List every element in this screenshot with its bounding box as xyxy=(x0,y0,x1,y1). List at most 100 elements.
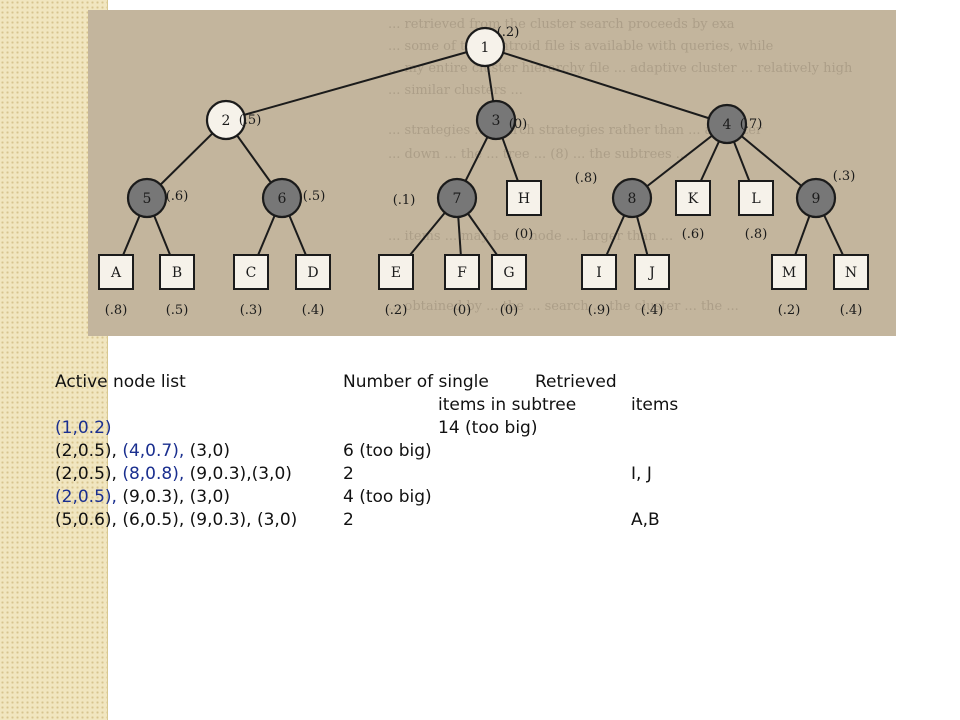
leaf-item-box xyxy=(581,254,617,290)
table-row: (5,0.6), (6,0.5), (9,0.3), (3,0) 2 A,B xyxy=(55,510,935,533)
highlighted-node: (4,0.7), xyxy=(122,441,185,461)
leaf-probability: (.5) xyxy=(166,303,189,318)
leaf-item-box xyxy=(634,254,670,290)
leaf-probability: (.4) xyxy=(840,303,863,318)
subtree-count-cell: 2 xyxy=(343,510,354,530)
leaf-probability: (0) xyxy=(500,303,518,318)
cluster-node-circle xyxy=(464,26,506,68)
cluster-node-circle xyxy=(205,99,247,141)
scanned-page-text: ... retrieved from the cluster search pr… xyxy=(388,17,735,32)
header-number-of-single: Number of single xyxy=(343,372,489,392)
search-trace-table: Active node list Number of single Retrie… xyxy=(55,372,935,533)
active-node-list-cell: (1,0.2) xyxy=(55,418,112,438)
tree-edge xyxy=(225,46,486,121)
active-node-list-cell: (2,0.5), (9,0.3), (3,0) xyxy=(55,487,230,507)
leaf-item-label: B xyxy=(172,265,182,281)
node-probability: (.1) xyxy=(393,193,416,208)
leaf-item-box xyxy=(378,254,414,290)
leaf-item-label: L xyxy=(751,191,760,207)
scanned-page-text: ... my entire cluster hierarchy file ...… xyxy=(388,61,853,76)
cluster-node-circle xyxy=(261,177,303,219)
cluster-node-circle xyxy=(126,177,168,219)
cluster-node-circle xyxy=(475,99,517,141)
node-entry: (5,0.6), (6,0.5), (9,0.3), (3,0) xyxy=(55,510,298,530)
leaf-item-label: H xyxy=(518,191,530,207)
leaf-item-label: A xyxy=(110,265,122,281)
leaf-item-box xyxy=(444,254,480,290)
leaf-item-box xyxy=(506,180,542,216)
scanned-page-text: ... similar clusters ... xyxy=(388,83,523,98)
leaf-item-box xyxy=(159,254,195,290)
scanned-page-text: ... obtained by ... the ... search ... t… xyxy=(388,299,739,314)
highlighted-node: (8,0.8), xyxy=(122,464,185,484)
scanned-tree-figure: ... retrieved from the cluster search pr… xyxy=(88,10,896,336)
leaf-item-box xyxy=(295,254,331,290)
leaf-probability: (0) xyxy=(453,303,471,318)
header-active-node-list: Active node list xyxy=(55,372,186,392)
table-row: (2,0.5), (4,0.7), (3,0) 6 (too big) xyxy=(55,441,935,464)
leaf-item-box xyxy=(233,254,269,290)
leaf-probability: (.8) xyxy=(745,227,768,242)
leaf-probability: (.2) xyxy=(385,303,408,318)
scanned-page-text: ... strategies ... search strategies rat… xyxy=(388,123,763,138)
leaf-item-label: F xyxy=(457,265,467,281)
node-probability: (.5) xyxy=(239,113,262,128)
header-items: items xyxy=(631,395,679,415)
cluster-node-label: 6 xyxy=(278,191,287,207)
leaf-item-box xyxy=(833,254,869,290)
retrieved-items-cell: A,B xyxy=(631,510,660,530)
cluster-node-circle xyxy=(706,103,748,145)
cluster-node-label: 4 xyxy=(723,117,732,133)
cluster-node-label: 7 xyxy=(453,191,462,207)
cluster-tree-diagram: ... retrieved from the cluster search pr… xyxy=(98,17,869,318)
table-row: (2,0.5), (8,0.8), (9,0.3),(3,0) 2 I, J xyxy=(55,464,935,487)
leaf-item-label: I xyxy=(596,265,602,281)
cluster-node-circle xyxy=(611,177,653,219)
leaf-item-label: G xyxy=(503,265,514,281)
table-row: (2,0.5), (9,0.3), (3,0) 4 (too big) xyxy=(55,487,935,510)
tree-edge xyxy=(484,46,728,125)
leaf-item-label: C xyxy=(246,265,257,281)
subtree-count-cell: 14 (too big) xyxy=(438,418,538,438)
cluster-node-circle xyxy=(436,177,478,219)
node-entry: (9,0.3),(3,0) xyxy=(184,464,292,484)
leaf-item-box xyxy=(675,180,711,216)
subtree-count-cell: 2 xyxy=(343,464,354,484)
active-node-list-cell: (2,0.5), (4,0.7), (3,0) xyxy=(55,441,230,461)
scanned-page-text: ... down ... the ... tree ... (8) ... th… xyxy=(388,147,688,162)
leaf-probability: (.4) xyxy=(641,303,664,318)
leaf-probability: (0) xyxy=(515,227,533,242)
node-probability: (0) xyxy=(509,117,527,132)
highlighted-node: (2,0.5), xyxy=(55,487,117,507)
leaf-item-box xyxy=(98,254,134,290)
cluster-node-label: 3 xyxy=(492,113,501,129)
leaf-item-box xyxy=(771,254,807,290)
leaf-probability: (.6) xyxy=(682,227,705,242)
cluster-node-circle xyxy=(795,177,837,219)
table-row: (1,0.2) 14 (too big) xyxy=(55,418,935,441)
node-entry: (9,0.3), (3,0) xyxy=(116,487,230,507)
leaf-item-label: E xyxy=(391,265,401,281)
table-header-row-2: items in subtree items xyxy=(55,395,935,418)
table-header-row-1: Active node list Number of single Retrie… xyxy=(55,372,935,395)
scanned-page-text: ... some of the centroid file is availab… xyxy=(388,39,774,54)
leaf-probability: (.4) xyxy=(302,303,325,318)
leaf-item-box xyxy=(738,180,774,216)
header-retrieved: Retrieved xyxy=(535,372,617,392)
node-probability: (.2) xyxy=(497,25,520,40)
subtree-count-cell: 6 (too big) xyxy=(343,441,432,461)
subtree-count-cell: 4 (too big) xyxy=(343,487,432,507)
leaf-probability: (.9) xyxy=(588,303,611,318)
leaf-item-label: D xyxy=(307,265,318,281)
cluster-node-label: 2 xyxy=(222,113,231,129)
node-entry: (3,0) xyxy=(184,441,230,461)
leaf-item-label: M xyxy=(782,265,796,281)
cluster-node-label: 1 xyxy=(481,40,490,56)
leaf-item-label: N xyxy=(845,265,857,281)
leaf-probability: (.3) xyxy=(240,303,263,318)
node-probability: (.8) xyxy=(575,171,598,186)
leaf-item-label: K xyxy=(688,191,699,207)
cluster-node-label: 9 xyxy=(812,191,821,207)
node-probability: (.5) xyxy=(303,189,326,204)
cluster-node-label: 5 xyxy=(143,191,152,207)
